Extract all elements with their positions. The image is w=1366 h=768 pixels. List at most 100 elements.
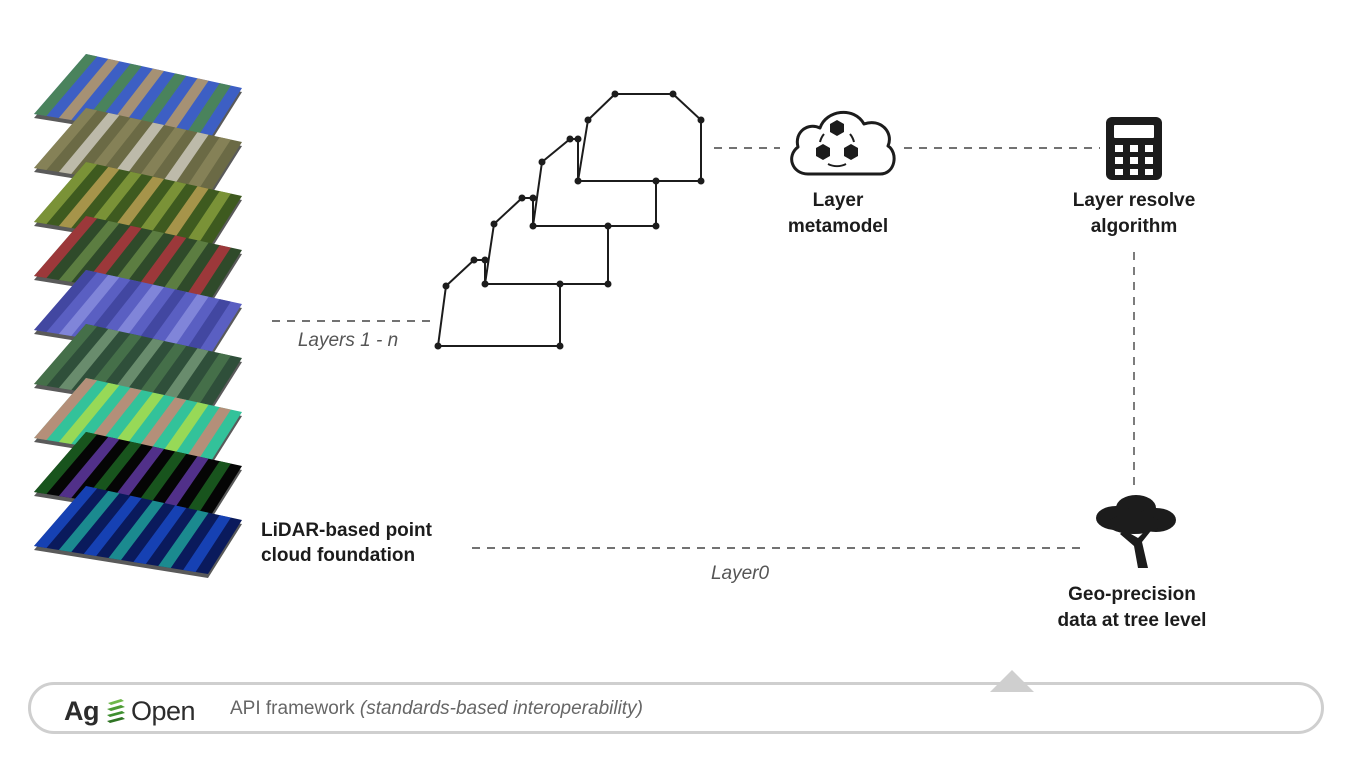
geo-label-line1: Geo-precision: [1068, 584, 1196, 605]
layer-texture: [58, 220, 120, 282]
layer-texture: [183, 461, 231, 518]
lidar-ground-layer: [34, 486, 242, 578]
cloud-cubes-icon: [790, 110, 896, 176]
layer-texture: [183, 515, 231, 572]
layer-texture: [133, 289, 187, 348]
layer-texture: [108, 122, 164, 182]
layer-texture: [183, 299, 231, 356]
layer-texture: [158, 240, 209, 298]
logo-open-text: Open: [131, 695, 196, 726]
layer-texture: [183, 191, 231, 248]
lidar-label-line1: LiDAR-based point: [261, 520, 432, 541]
outline-node: [652, 222, 660, 230]
layer-texture: [108, 500, 164, 560]
algorithm-label-line1: Layer resolve: [1072, 190, 1196, 211]
layer-texture: [34, 54, 98, 116]
layer-texture: [34, 270, 98, 332]
layer-texture: [83, 63, 142, 124]
outline-node: [574, 177, 582, 185]
layer-texture: [133, 127, 187, 186]
metamodel-label-line1: Layer: [812, 190, 864, 211]
layer-texture: [158, 348, 209, 406]
layer-texture: [133, 343, 187, 402]
layer-texture: [108, 230, 164, 290]
layer-texture: [133, 397, 187, 456]
outline-node: [470, 256, 478, 264]
layer-texture: [34, 162, 98, 224]
layer-texture: [83, 171, 142, 232]
outline-node: [481, 256, 489, 264]
layer-outline-3: [483, 197, 609, 285]
layer-texture: [133, 451, 187, 510]
dashed-connectors: [272, 147, 1135, 549]
layers-label: Layers 1 - n: [297, 330, 399, 351]
outline-node: [481, 280, 489, 288]
layer-texture: [34, 486, 98, 548]
layer-texture: [58, 382, 120, 444]
layer-texture: [158, 456, 209, 514]
outline-node: [442, 282, 450, 290]
layer-texture: [158, 510, 209, 568]
layer-texture: [58, 436, 120, 498]
footer-arrow-icon: [990, 670, 1034, 692]
outline-node: [434, 342, 442, 350]
layer-texture: [133, 235, 187, 294]
logo-ag-text: Ag: [64, 695, 100, 726]
layer-texture: [133, 181, 187, 240]
outline-node: [490, 220, 498, 228]
layer-texture: [158, 294, 209, 352]
layer-texture: [34, 324, 98, 386]
layer-texture: [58, 112, 120, 174]
outline-node: [538, 158, 546, 166]
layer-outline-2: [531, 138, 657, 227]
layer-texture: [183, 137, 231, 194]
layer-texture: [108, 392, 164, 452]
layer-texture: [58, 58, 120, 120]
geo-label-line2: data at tree level: [1057, 610, 1207, 631]
layer-outline-1: [576, 93, 702, 182]
lidar-label-line2: cloud foundation: [261, 545, 416, 566]
layer-texture: [183, 83, 231, 140]
layer-texture: [83, 117, 142, 178]
layer-texture: [108, 176, 164, 236]
outline-node: [518, 194, 526, 202]
layer-outline-4: [436, 259, 561, 347]
outline-node: [652, 177, 660, 185]
framework-note: (standards-based interoperability): [359, 698, 643, 719]
algorithm-label-line2: algorithm: [1090, 216, 1178, 237]
outline-node: [604, 222, 612, 230]
layer-texture: [108, 284, 164, 344]
leaf-stack-icon: [107, 699, 125, 723]
layer-texture: [58, 166, 120, 228]
layer-texture: [133, 73, 187, 132]
outline-node: [529, 194, 537, 202]
outline-node: [611, 90, 619, 98]
outline-node: [604, 280, 612, 288]
outline-node: [697, 177, 705, 185]
layer-texture: [83, 387, 142, 448]
layer-texture: [183, 245, 231, 302]
layer-texture: [83, 495, 142, 556]
layer0-label: Layer0: [710, 563, 770, 584]
layer-texture: [158, 78, 209, 136]
layer-texture: [183, 407, 231, 464]
outline-node: [556, 342, 564, 350]
layer-texture: [158, 132, 209, 190]
framework-caption: API framework (standards-based interoper…: [230, 698, 643, 720]
outline-node: [529, 222, 537, 230]
agopen-logo: Ag Open: [64, 694, 196, 728]
layer-texture: [58, 328, 120, 390]
outline-node: [556, 280, 564, 288]
layer-texture: [158, 402, 209, 460]
layer-texture: [58, 274, 120, 336]
layer-texture: [58, 490, 120, 552]
layer-texture: [133, 505, 187, 564]
api-framework-bar: [28, 682, 1324, 734]
layer-texture: [34, 216, 98, 278]
outline-node: [566, 135, 574, 143]
outline-node: [669, 90, 677, 98]
layer-outlines: [434, 90, 705, 350]
framework-text: API framework: [230, 698, 360, 719]
layer-texture: [158, 186, 209, 244]
layer-texture: [108, 68, 164, 128]
